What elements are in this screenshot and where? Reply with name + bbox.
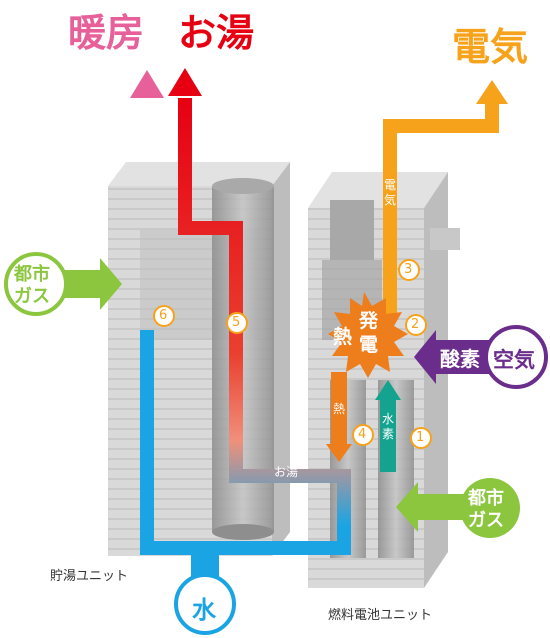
- oxygen-label: 酸素: [440, 347, 480, 371]
- generation-burst: [328, 292, 408, 378]
- air-arrow: [414, 325, 548, 389]
- water-circle: [174, 573, 236, 635]
- gas-left-line1: 都市: [14, 264, 50, 285]
- step-2-number: 2: [411, 317, 420, 332]
- heat-arrow-head: [326, 444, 352, 462]
- gas-arrow-left: [4, 252, 122, 316]
- gas-right-line2: ガス: [468, 510, 504, 531]
- step-1-circle: [410, 427, 432, 449]
- step-3-number: 3: [404, 262, 413, 277]
- output-hot-water-label: お湯: [178, 11, 255, 55]
- hot-water-pipe-label: お湯: [274, 465, 299, 479]
- step-5-number: 5: [232, 315, 241, 330]
- step-3-circle: [398, 259, 420, 281]
- gas-right-line1: 都市: [468, 488, 504, 509]
- burst-generation-1: 発: [359, 310, 379, 332]
- electricity-pipe: [383, 96, 499, 318]
- heat-arrow-shaft: [331, 372, 347, 444]
- hot-water-pipe: [178, 98, 351, 526]
- output-heating-label: 暖房: [68, 11, 145, 55]
- gas-left-line2: ガス: [14, 286, 50, 307]
- electricity-arrow: [476, 80, 508, 104]
- step-5-circle: [226, 312, 248, 334]
- step-6-number: 6: [159, 308, 168, 323]
- step-circles: [153, 259, 432, 449]
- fuel-cell-unit-label: 燃料電池ユニット: [328, 608, 433, 623]
- hot-water-arrow: [168, 68, 202, 96]
- hydrogen-vertical-2: 素: [382, 427, 395, 441]
- burst-generation-2: 電: [359, 334, 379, 356]
- step-4-circle: [352, 424, 374, 446]
- output-electricity-label: 電気: [452, 25, 529, 69]
- hydrogen-arrow-head: [375, 380, 401, 400]
- electricity-vertical-1: 電: [384, 178, 397, 192]
- step-6-circle: [153, 305, 175, 327]
- heating-arrow: [130, 70, 164, 98]
- step-4-number: 4: [358, 427, 367, 442]
- step-2-circle: [405, 314, 427, 336]
- hydrogen-arrow-shaft: [380, 398, 396, 472]
- heat-vertical-label: 熱: [333, 402, 346, 416]
- water-label: 水: [192, 596, 216, 624]
- air-label: 空気: [493, 348, 535, 372]
- gas-arrow-right: [396, 478, 520, 538]
- burst-heat-label: 熱: [333, 326, 353, 348]
- step-1-number: 1: [416, 430, 425, 445]
- hydrogen-vertical-1: 水: [382, 412, 395, 426]
- electricity-vertical-2: 気: [384, 193, 397, 207]
- storage-unit-label: 貯湯ユニット: [50, 569, 129, 584]
